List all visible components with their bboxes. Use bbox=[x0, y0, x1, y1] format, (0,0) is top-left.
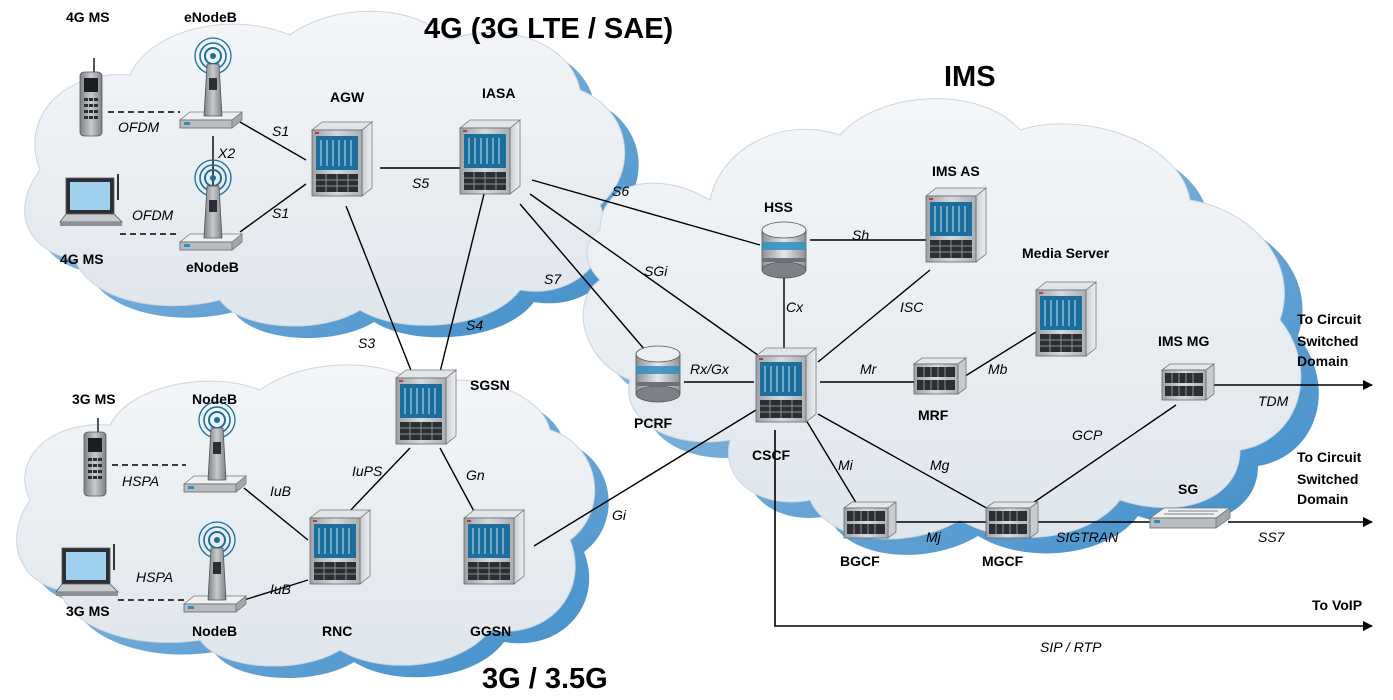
ims-as-label: IMS AS bbox=[932, 163, 980, 179]
iasa-label: IASA bbox=[482, 85, 515, 101]
ms3g-top-label: 3G MS bbox=[72, 391, 116, 407]
media-server-icon[interactable] bbox=[1035, 281, 1097, 357]
rnc-server-icon[interactable] bbox=[309, 509, 371, 585]
rnc-label: RNC bbox=[322, 623, 352, 639]
ggsn-server-icon[interactable] bbox=[463, 509, 525, 585]
ims-mg-label: IMS MG bbox=[1158, 333, 1209, 349]
lte-cloud-title: 4G (3G LTE / SAE) bbox=[424, 13, 673, 45]
sgi-label: SGi bbox=[644, 263, 668, 279]
voip-label: To VoIP bbox=[1312, 597, 1362, 613]
umts-cloud-title: 3G / 3.5G bbox=[482, 663, 608, 695]
mj-label: Mj bbox=[926, 529, 942, 545]
agw-server-icon[interactable] bbox=[311, 121, 373, 197]
links bbox=[108, 111, 1373, 631]
s5-label: S5 bbox=[412, 175, 429, 191]
pcrf-database-icon[interactable] bbox=[635, 345, 681, 403]
iasa-server-icon[interactable] bbox=[459, 119, 521, 195]
bgcf-box-icon[interactable] bbox=[843, 501, 897, 539]
phone-icon[interactable] bbox=[79, 57, 103, 137]
ims-mg-box-icon[interactable] bbox=[1161, 363, 1215, 401]
rxgx-label: Rx/Gx bbox=[690, 361, 730, 377]
sh-label: Sh bbox=[852, 227, 869, 243]
hss-label: HSS bbox=[764, 199, 793, 215]
gcp-label: GCP bbox=[1072, 427, 1103, 443]
media-server-label: Media Server bbox=[1022, 245, 1110, 261]
mrf-box-icon[interactable] bbox=[913, 357, 967, 395]
s7-label: S7 bbox=[544, 271, 562, 287]
enodeb-top-label: eNodeB bbox=[184, 9, 237, 25]
iub-top-label: IuB bbox=[270, 483, 291, 499]
sip-rtp-label: SIP / RTP bbox=[1040, 639, 1102, 655]
sg-label: SG bbox=[1178, 481, 1198, 497]
cscf-label: CSCF bbox=[752, 447, 791, 463]
bgcf-label: BGCF bbox=[840, 553, 880, 569]
tdm-label: TDM bbox=[1258, 393, 1289, 409]
ggsn-label: GGSN bbox=[470, 623, 511, 639]
iub-bottom-label: IuB bbox=[270, 581, 291, 597]
ims-cloud-title: IMS bbox=[944, 61, 996, 93]
mr-label: Mr bbox=[860, 361, 878, 377]
cx-label: Cx bbox=[786, 299, 804, 315]
mgcf-label: MGCF bbox=[982, 553, 1024, 569]
csd1-line2: Switched bbox=[1297, 333, 1358, 349]
x2-label: X2 bbox=[217, 145, 235, 161]
mg-label: Mg bbox=[930, 457, 950, 473]
csd1-line1: To Circuit bbox=[1297, 311, 1362, 327]
gn-label: Gn bbox=[466, 467, 485, 483]
ofdm-top-label: OFDM bbox=[118, 119, 160, 135]
ms4g-bottom-label: 4G MS bbox=[60, 251, 104, 267]
hspa-bottom-label: HSPA bbox=[136, 569, 173, 585]
laptop-icon[interactable] bbox=[55, 543, 119, 597]
csd2-line2: Switched bbox=[1297, 471, 1358, 487]
csd2-line3: Domain bbox=[1297, 491, 1348, 507]
cscf-server-icon[interactable] bbox=[755, 347, 817, 423]
ims-as-server-icon[interactable] bbox=[925, 187, 987, 263]
pcrf-label: PCRF bbox=[634, 415, 673, 431]
s3-label: S3 bbox=[358, 335, 375, 351]
ms4g-top-label: 4G MS bbox=[66, 9, 110, 25]
agw-label: AGW bbox=[330, 89, 365, 105]
s1-bottom-label: S1 bbox=[272, 205, 289, 221]
ims-cloud bbox=[582, 98, 1302, 540]
mrf-label: MRF bbox=[918, 407, 949, 423]
csd1-line3: Domain bbox=[1297, 353, 1348, 369]
mgcf-box-icon[interactable] bbox=[985, 501, 1039, 539]
hspa-top-label: HSPA bbox=[122, 473, 159, 489]
hss-database-icon[interactable] bbox=[761, 221, 807, 279]
s1-top-label: S1 bbox=[272, 123, 289, 139]
s6-label: S6 bbox=[612, 183, 629, 199]
sigtran-label: SIGTRAN bbox=[1056, 529, 1119, 545]
ms3g-bottom-label: 3G MS bbox=[66, 603, 110, 619]
mb-label: Mb bbox=[988, 361, 1008, 377]
ofdm-bottom-label: OFDM bbox=[132, 207, 174, 223]
laptop-icon[interactable] bbox=[59, 173, 123, 227]
nodeb-top-label: NodeB bbox=[192, 391, 237, 407]
s4-label: S4 bbox=[466, 317, 483, 333]
isc-label: ISC bbox=[900, 299, 924, 315]
sg-box-icon[interactable] bbox=[1149, 507, 1231, 529]
enodeb-bottom-label: eNodeB bbox=[186, 259, 239, 275]
iups-label: IuPS bbox=[352, 463, 383, 479]
ss7-label: SS7 bbox=[1258, 529, 1286, 545]
nodeb-bottom-label: NodeB bbox=[192, 623, 237, 639]
sgsn-server-icon[interactable] bbox=[395, 369, 457, 445]
sgsn-label: SGSN bbox=[470, 377, 510, 393]
mi-label: Mi bbox=[838, 457, 854, 473]
gi-label: Gi bbox=[612, 507, 627, 523]
csd2-line1: To Circuit bbox=[1297, 449, 1362, 465]
